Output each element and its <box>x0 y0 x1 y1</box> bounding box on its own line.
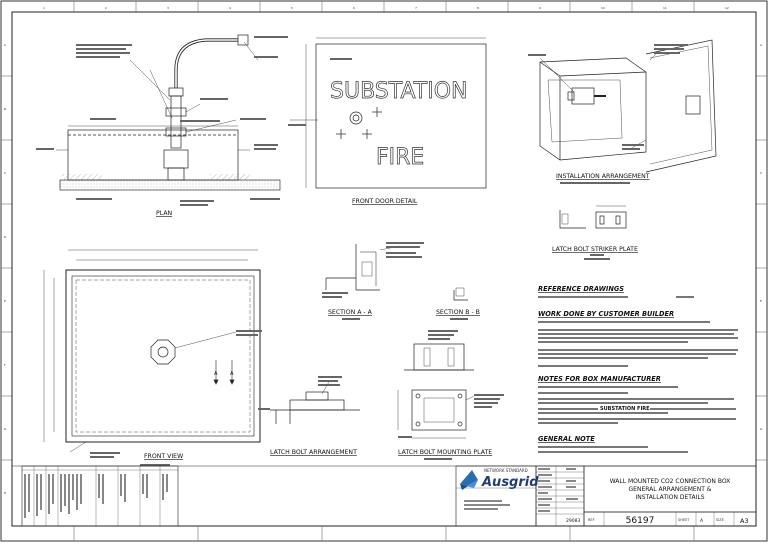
row-label-g-right: G <box>760 427 763 431</box>
col-label-6: 6 <box>353 6 355 10</box>
ref-value: A <box>700 518 704 524</box>
installation-arrangement <box>528 39 717 184</box>
row-label-h: H <box>4 491 6 495</box>
ref-label: REF <box>588 518 595 522</box>
front-door-detail-title: FRONT DOOR DETAIL <box>352 198 418 205</box>
row-grid: A B C D E F G H A C E G <box>1 43 767 495</box>
front-view-title: FRONT VIEW <box>144 453 183 460</box>
latch-bolt-arrangement <box>258 376 360 424</box>
row-label-c: C <box>4 171 6 175</box>
row-label-f: F <box>4 363 6 367</box>
col-label-8: 8 <box>477 6 479 10</box>
front-view-section-marker-a: A <box>214 371 218 377</box>
col-label-2: 2 <box>105 6 107 10</box>
col-label-9: 9 <box>539 6 541 10</box>
column-grid-top: 1 2 3 4 5 6 7 8 9 10 11 12 <box>43 1 729 12</box>
section-b-detail <box>450 287 468 320</box>
work-done-by-customer-heading: WORK DONE BY CUSTOMER BUILDER <box>538 310 674 318</box>
col-label-7: 7 <box>415 6 417 10</box>
row-label-e: E <box>4 299 6 303</box>
general-note-heading: GENERAL NOTE <box>538 435 595 443</box>
front-door-detail <box>288 37 487 189</box>
company-name: Ausgrid <box>481 475 539 490</box>
installation-arrangement-title: INSTALLATION ARRANGEMENT <box>556 173 650 180</box>
door-text-substation: SUBSTATION <box>330 79 468 104</box>
row-label-a-right: A <box>760 43 763 47</box>
sheet-label: SHEET <box>678 518 690 522</box>
section-a-title: SECTION A - A <box>328 309 373 316</box>
front-view-section-marker-a-2: A <box>230 371 234 377</box>
notes-for-box-manufacturer-heading: NOTES FOR BOX MANUFACTURER <box>538 375 661 383</box>
note-highlight-text: SUBSTATION FIRE <box>600 406 650 412</box>
title-line-3: INSTALLATION DETAILS <box>635 494 704 501</box>
title-line-2: GENERAL ARRANGEMENT & <box>629 486 712 493</box>
row-label-e-right: E <box>760 299 762 303</box>
latch-bolt-arrangement-title: LATCH BOLT ARRANGEMENT <box>270 449 357 456</box>
plan-title: PLAN <box>156 210 173 217</box>
network-standard-label: NETWORK STANDARD <box>484 468 528 473</box>
col-label-5: 5 <box>291 6 293 10</box>
door-text-fire: FIRE <box>376 145 424 170</box>
latch-bolt-mounting-plate <box>397 330 504 460</box>
col-label-12: 12 <box>725 6 729 10</box>
col-label-10: 10 <box>601 6 605 10</box>
size-label: SIZE <box>716 518 724 522</box>
title-block <box>12 465 757 527</box>
reference-drawings-heading: REFERENCE DRAWINGS <box>538 285 624 293</box>
column-grid-bottom <box>73 526 695 541</box>
section-a-detail <box>322 242 424 320</box>
plan-view <box>36 34 288 206</box>
row-label-b: B <box>4 107 6 111</box>
latch-bolt-striker-plate-title: LATCH BOLT STRIKER PLATE <box>552 246 638 253</box>
company-logo <box>460 470 478 490</box>
sheet-size: A3 <box>740 517 749 525</box>
latch-bolt-striker-plate <box>559 205 627 260</box>
row-label-g: G <box>4 427 7 431</box>
latch-bolt-mounting-plate-title: LATCH BOLT MOUNTING PLATE <box>398 449 492 456</box>
col-label-4: 4 <box>229 6 231 10</box>
row-label-a: A <box>4 43 7 47</box>
front-view <box>43 249 262 466</box>
col-label-3: 3 <box>167 6 169 10</box>
drawing-number: 56197 <box>626 516 655 526</box>
row-label-d: D <box>4 235 7 239</box>
row-label-c-right: C <box>760 171 762 175</box>
project-number: 29083 <box>566 518 580 524</box>
col-label-1: 1 <box>43 6 45 10</box>
notes-section: REFERENCE DRAWINGS WORK DONE BY CUSTOMER… <box>538 285 738 453</box>
section-b-title: SECTION B - B <box>436 309 480 316</box>
title-line-1: WALL MOUNTED CO2 CONNECTION BOX <box>610 478 731 485</box>
col-label-11: 11 <box>663 6 667 10</box>
